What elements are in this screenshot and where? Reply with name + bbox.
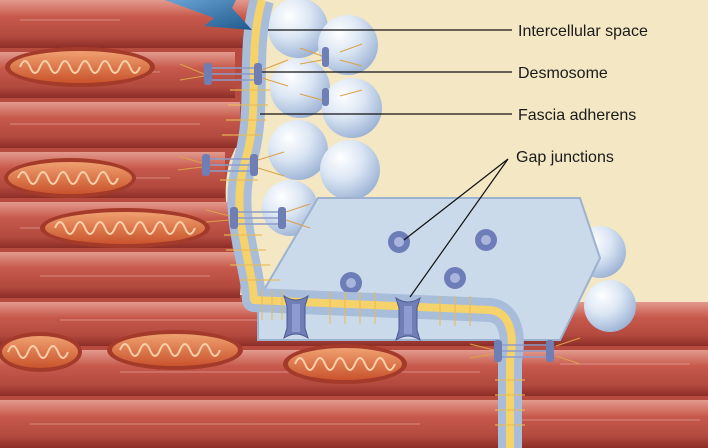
connexon-icon bbox=[444, 267, 466, 289]
mitochondrion bbox=[5, 47, 155, 87]
connexon-icon bbox=[340, 272, 362, 294]
mitochondrion bbox=[40, 208, 210, 248]
label-fascia-adherens: Fascia adherens bbox=[518, 107, 636, 124]
mitochondrion bbox=[283, 344, 407, 384]
connexon-icon bbox=[475, 229, 497, 251]
label-gap-junctions: Gap junctions bbox=[516, 149, 614, 166]
connexon-icon bbox=[388, 231, 410, 253]
mitochondrion bbox=[0, 332, 82, 372]
label-desmosome: Desmosome bbox=[518, 65, 608, 82]
gap-junction-icon bbox=[284, 296, 308, 338]
gap-junction-icon bbox=[396, 298, 420, 340]
mitochondrion bbox=[4, 158, 136, 198]
label-intercellular-space: Intercellular space bbox=[518, 23, 648, 40]
mitochondrion bbox=[107, 330, 243, 370]
